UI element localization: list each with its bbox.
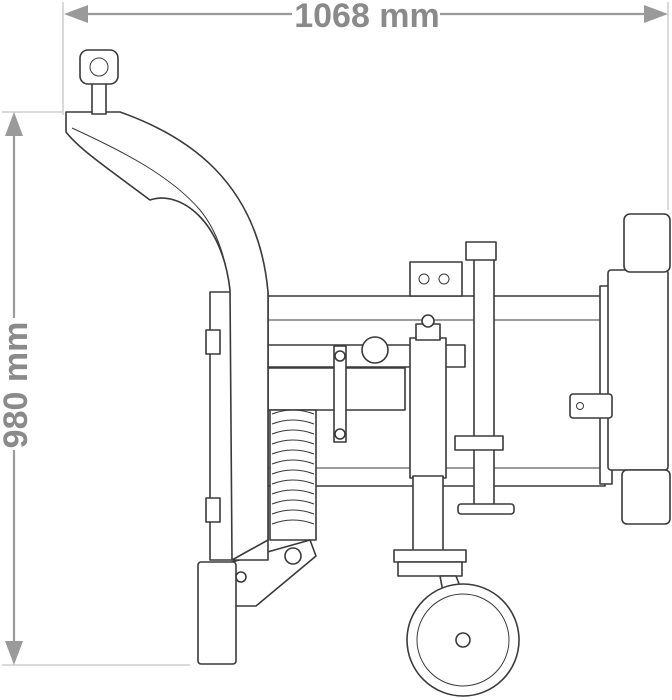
- curved-blade: [65, 111, 269, 561]
- skid-shoe: [197, 561, 237, 665]
- top-eyebolt-shank: [91, 81, 107, 115]
- hitch-pin: [361, 336, 389, 364]
- caster-hub: [455, 632, 471, 648]
- height-label: 980 mm: [0, 322, 35, 449]
- jack-clamp: [454, 435, 504, 451]
- width-label: 1068 mm: [294, 0, 440, 35]
- top-mount-block: [409, 261, 463, 297]
- jack-post: [473, 253, 495, 509]
- caster-sleeve: [412, 475, 444, 553]
- hitch-link: [333, 345, 347, 443]
- spring-coils: [271, 409, 315, 525]
- end-cap-top: [623, 213, 671, 273]
- height-dimension: 980 mm: [0, 111, 190, 666]
- jack-foot: [457, 503, 515, 515]
- arrow-up-icon: [5, 112, 23, 136]
- caster-plate: [393, 549, 467, 563]
- jack-head: [465, 241, 497, 261]
- arrow-down-icon: [5, 641, 23, 665]
- width-dimension: 1068 mm: [62, 0, 669, 210]
- top-eyebolt-head: [79, 49, 119, 85]
- caster-swivel: [397, 561, 463, 577]
- arrow-left-icon: [64, 5, 88, 23]
- side-bracket: [569, 393, 613, 419]
- end-cap-bottom: [621, 469, 671, 525]
- caster-column: [409, 337, 447, 479]
- machine-illustration: [65, 49, 671, 697]
- end-plate: [607, 269, 669, 471]
- arrow-right-icon: [644, 5, 668, 23]
